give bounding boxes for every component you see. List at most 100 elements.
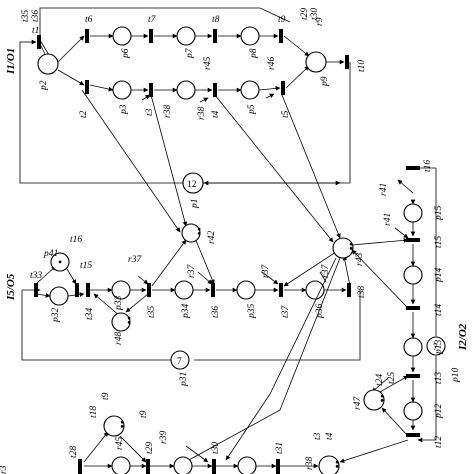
arc	[283, 251, 337, 287]
label-t24: t24	[375, 374, 385, 386]
transition-t38	[347, 283, 351, 297]
transition-t15	[406, 238, 420, 242]
arc	[394, 227, 409, 239]
label-t16-mid: t16	[70, 235, 82, 245]
label-p35: p35	[247, 304, 257, 320]
label-p10: p10	[451, 368, 461, 384]
label-p34: p34	[181, 304, 191, 320]
arc	[83, 431, 109, 463]
label-t29: t29	[145, 442, 155, 454]
label-r41b: r41	[383, 213, 393, 226]
arc	[194, 290, 361, 361]
arc	[281, 94, 341, 239]
label-p14: p14	[434, 268, 444, 284]
place-bottom-a	[111, 456, 131, 474]
transition-t34	[86, 283, 90, 297]
transition-t13	[406, 374, 420, 378]
label-r37d: r37	[321, 264, 331, 278]
arc	[397, 179, 414, 194]
label-r37b: r37	[187, 264, 197, 278]
place-bottom-d	[318, 455, 340, 474]
arc	[339, 439, 409, 463]
arc	[35, 265, 57, 285]
label-t16: t16	[423, 160, 433, 172]
label-t35: t35	[21, 10, 31, 22]
label-t34: t34	[85, 308, 95, 320]
arc	[35, 293, 51, 298]
tokens-r42: ••	[192, 227, 206, 235]
label-r47: r47	[353, 396, 363, 410]
transition-t14	[406, 306, 420, 310]
arc	[39, 7, 291, 42]
transition-t16	[406, 166, 420, 170]
label-t7: t7	[148, 15, 157, 25]
arc	[21, 290, 180, 361]
label-t18: t18	[89, 406, 99, 418]
arc	[261, 271, 279, 285]
place-p8	[240, 26, 260, 46]
subnet-i2-o2: 7 •• t16 r41 p15 r41 t15 p14 t14 I2/O2 p…	[339, 160, 469, 463]
label-r37a: r37	[128, 255, 142, 265]
transition-t8	[213, 29, 217, 43]
transition-t37	[279, 283, 283, 297]
label-t8: t8	[212, 15, 220, 25]
subnet-i1-o1: 12 I1/O1 t1 t35 t36 t6 t7 t8 t9 t29 t30 …	[5, 7, 367, 243]
place-r48	[111, 312, 131, 332]
label-r42: r42	[207, 231, 217, 244]
label-p1: p1	[190, 199, 200, 210]
place-p9	[305, 51, 327, 73]
arc	[203, 62, 351, 186]
arc	[381, 407, 409, 437]
label-t6: t6	[85, 15, 93, 25]
token-count-p1: 12	[187, 180, 197, 190]
place-r45-bottom	[103, 415, 125, 437]
arc	[285, 65, 310, 89]
label-r41a: r41	[379, 183, 389, 196]
label-r48: r48	[114, 332, 124, 345]
subnet-i5-o5: • •• •• •• 7 I5/O5 t33 p41 t16 t15 p32 t…	[5, 223, 367, 387]
label-r38a: r38	[163, 105, 173, 118]
label-p5: p5	[247, 104, 257, 115]
place-p15	[403, 203, 423, 223]
token-p41: •	[58, 255, 62, 269]
place-p3	[112, 80, 132, 100]
place-p1	[182, 172, 204, 194]
label-p6: p6	[121, 48, 131, 59]
label-t33: t33	[30, 271, 42, 281]
label-p9: p9	[320, 76, 330, 87]
process-label-i5-o5: I5/O5	[5, 273, 17, 301]
place-r42	[181, 223, 201, 243]
place-p32	[49, 286, 69, 306]
label-t4-bottom: t4	[325, 432, 335, 440]
place-p35	[236, 280, 256, 300]
label-t4: t4	[211, 110, 221, 118]
place-p13	[403, 337, 423, 357]
place-p6	[112, 26, 132, 46]
transition-t31	[276, 459, 280, 474]
transition-t5	[281, 81, 285, 95]
arc	[137, 275, 149, 285]
label-t15: t15	[434, 236, 444, 248]
place-p31	[170, 350, 190, 370]
tokens-bottom-r: ••	[115, 420, 129, 428]
label-t38: t38	[357, 286, 367, 298]
tokens-bottom-d: ••	[330, 460, 344, 468]
label-bottom-left: r3	[0, 465, 9, 474]
arc	[351, 249, 409, 309]
arc	[185, 445, 209, 463]
label-r45: r45	[203, 57, 213, 70]
label-p41: p41	[43, 249, 58, 259]
arc	[197, 271, 213, 285]
place-p41	[50, 252, 70, 272]
token-count-p10: 7	[433, 343, 438, 353]
transition-t35b	[147, 283, 151, 297]
label-t29: t29	[300, 8, 310, 20]
label-p3: p3	[119, 104, 129, 115]
label-t13: t13	[434, 372, 444, 384]
label-t28: t28	[69, 446, 79, 458]
tokens-r48: ••	[122, 316, 136, 324]
arc	[141, 94, 151, 101]
label-p7: p7	[185, 47, 195, 59]
arc	[199, 97, 209, 103]
transition-t3	[149, 83, 153, 97]
